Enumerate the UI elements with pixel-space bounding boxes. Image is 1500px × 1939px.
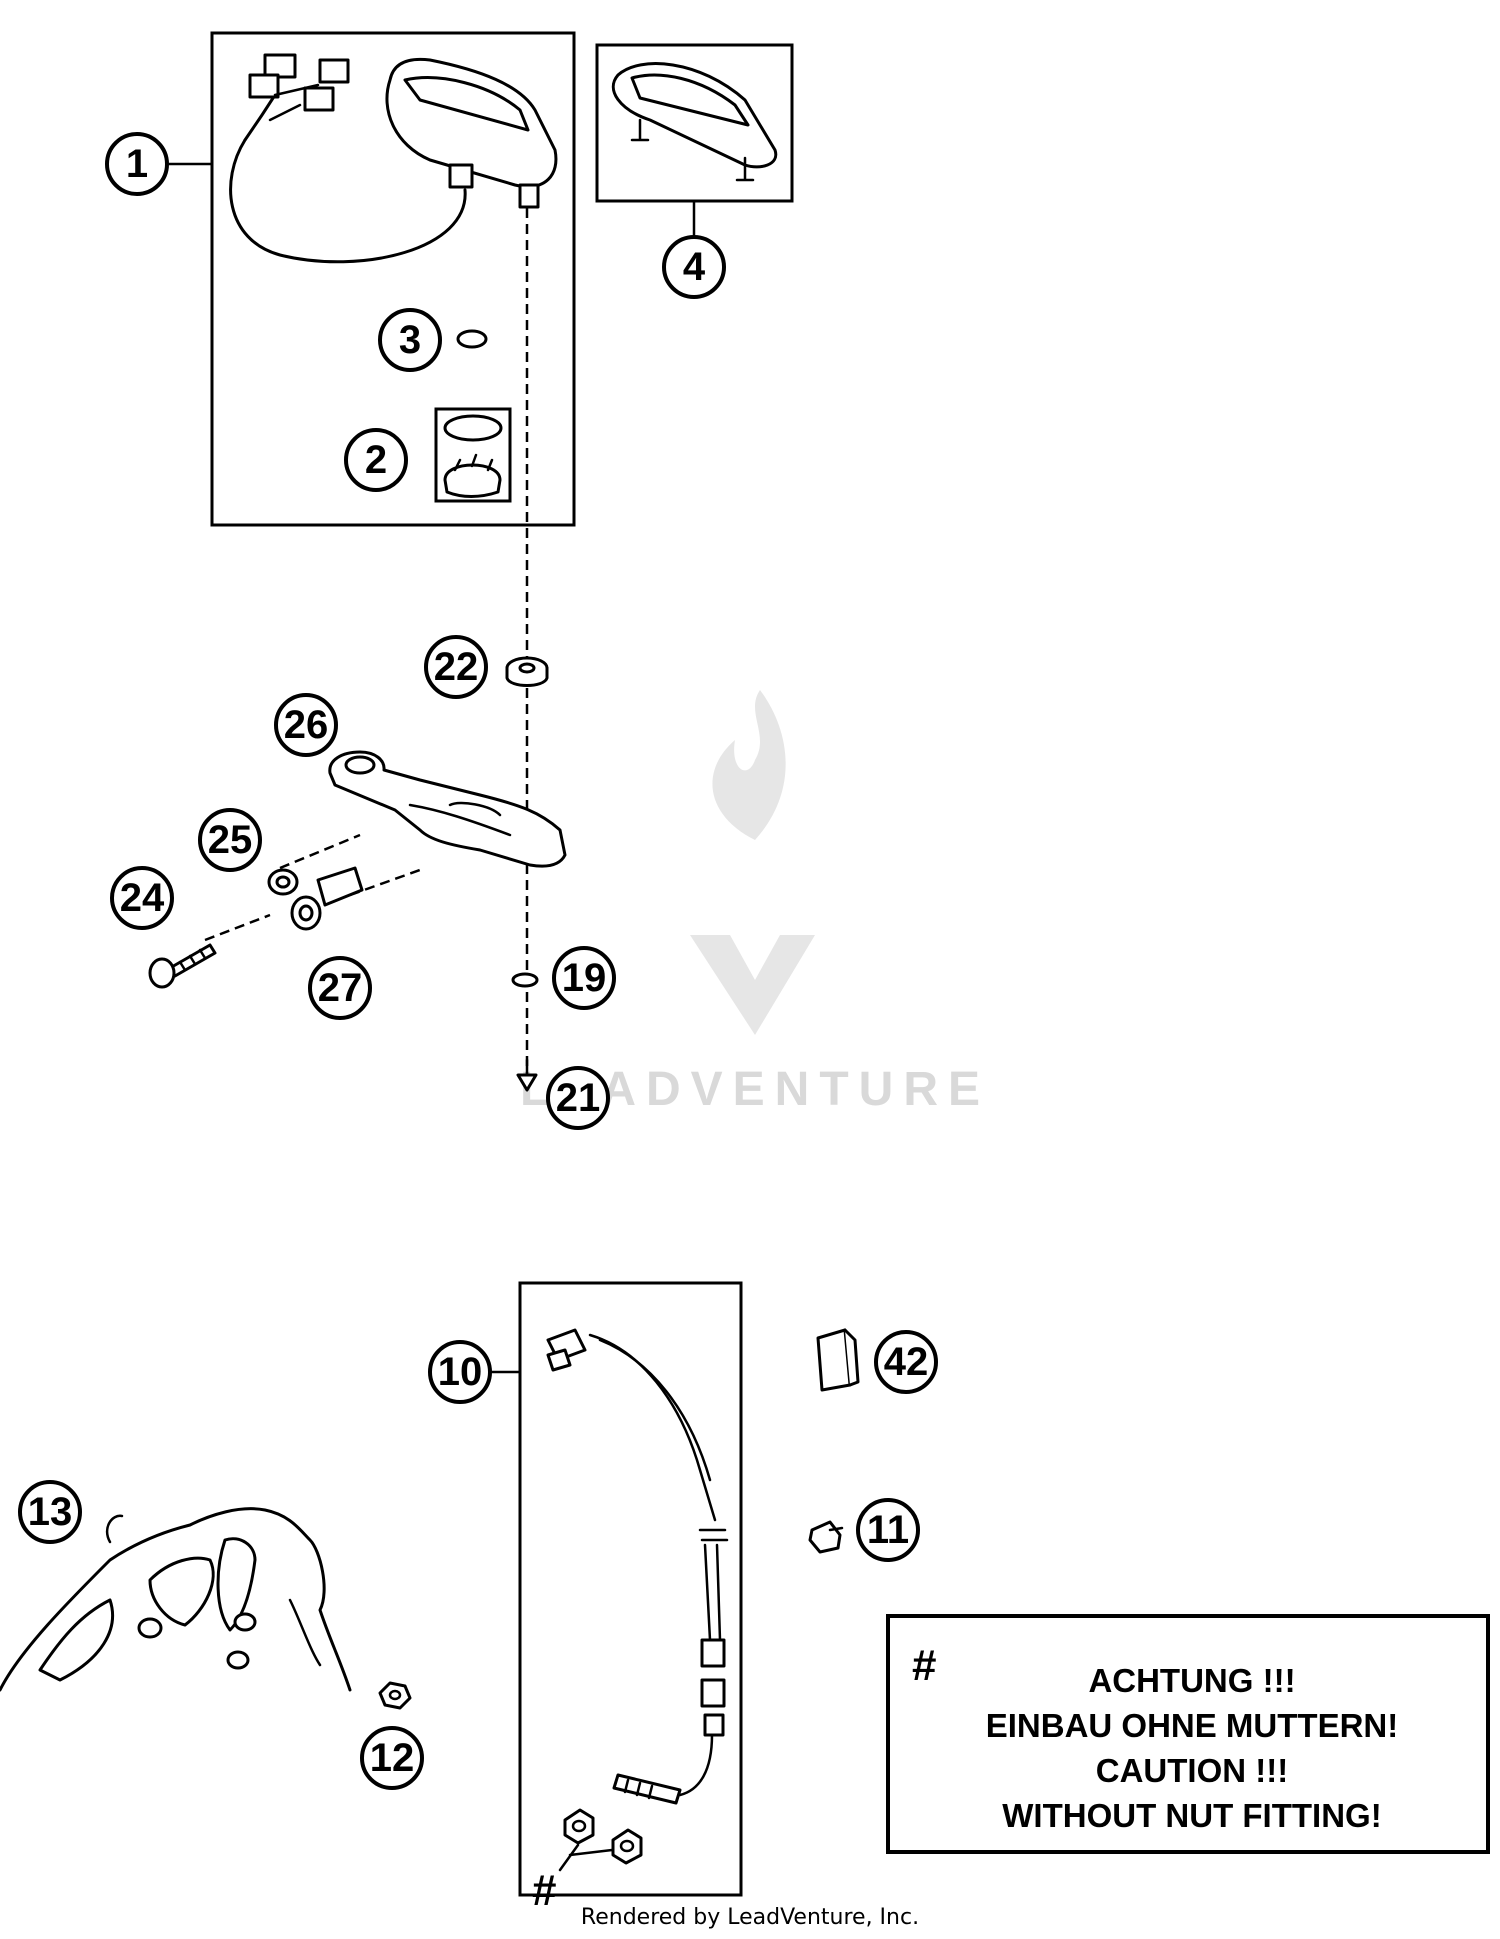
callout-22-label: 22 (434, 645, 479, 689)
callout-1: 1 (105, 132, 169, 196)
part-3-seal (456, 329, 488, 349)
callout-19: 19 (552, 946, 616, 1010)
speedometer-part (229, 53, 558, 264)
callout-1-label: 1 (126, 142, 148, 186)
callout-11: 11 (856, 1498, 920, 1562)
callout-27: 27 (308, 956, 372, 1020)
callout-27-label: 27 (318, 966, 363, 1010)
caution-note-line-3: CAUTION !!! (1096, 1752, 1288, 1789)
callout-26-label: 26 (284, 703, 329, 747)
callout-10: 10 (428, 1340, 492, 1404)
callout-22: 22 (424, 635, 488, 699)
dash-27 (349, 868, 421, 897)
callout-13: 13 (18, 1480, 82, 1544)
callout-3: 3 (378, 308, 442, 372)
nuts-hash-marker: # (532, 1866, 556, 1915)
callout-25: 25 (198, 808, 262, 872)
part-22-grommet (505, 656, 549, 687)
nuts-marked-hash (558, 1808, 643, 1872)
part-11-clamp (808, 1520, 844, 1554)
part-21-screw (516, 1058, 538, 1092)
part-25-washer (267, 868, 299, 896)
caution-note: # ACHTUNG !!! EINBAU OHNE MUTTERN! CAUTI… (886, 1614, 1490, 1854)
part-12-nut (378, 1681, 412, 1710)
part-42-clip (816, 1328, 860, 1392)
callout-12: 12 (360, 1726, 424, 1790)
caution-note-line-1: ACHTUNG !!! (1088, 1662, 1295, 1699)
callout-21-label: 21 (556, 1076, 601, 1120)
callout-24-label: 24 (120, 876, 165, 920)
callout-19-label: 19 (562, 956, 607, 1000)
dash-24 (204, 913, 271, 942)
part-24-bolt (148, 943, 217, 989)
part-26-bracket (328, 750, 567, 868)
caution-note-hash: # (912, 1641, 936, 1690)
callout-11-label: 11 (867, 1508, 909, 1552)
callout-42-label: 42 (884, 1340, 929, 1384)
callout-4-label: 4 (683, 245, 706, 289)
callout-25-label: 25 (208, 818, 253, 862)
part-13-circlip (105, 1514, 124, 1544)
caution-note-line-4: WITHOUT NUT FITTING! (1002, 1797, 1381, 1834)
callout-4: 4 (662, 235, 726, 299)
part-10-sensor-cable (546, 1328, 729, 1805)
caution-note-line-2: EINBAU OHNE MUTTERN! (986, 1707, 1398, 1744)
callout-24: 24 (110, 866, 174, 930)
callout-26: 26 (274, 693, 338, 757)
callout-3-label: 3 (399, 318, 421, 362)
watermark-v-icon (690, 935, 815, 1035)
brake-disc-part (0, 1507, 352, 1692)
part-19-washer (511, 972, 539, 988)
watermark: LEADVENTURE (520, 690, 980, 1116)
part-2-box (434, 407, 512, 503)
callout-2-label: 2 (365, 438, 387, 482)
dash-25 (279, 833, 361, 870)
part-2-ring (443, 414, 503, 498)
part-4-cover (611, 62, 778, 182)
part-27-sleeve (290, 866, 364, 931)
callout-42: 42 (874, 1330, 938, 1394)
callout-21: 21 (546, 1066, 610, 1130)
kit-box-10 (518, 1281, 743, 1897)
kit-box-1 (210, 31, 576, 527)
callout-2: 2 (344, 428, 408, 492)
callout-13-label: 13 (28, 1490, 73, 1534)
callout-10-label: 10 (438, 1350, 483, 1394)
watermark-flame-icon (712, 690, 786, 840)
callout-12-label: 12 (370, 1736, 415, 1780)
caution-note-box (886, 1614, 1490, 1854)
footer-credit: Rendered by LeadVenture, Inc. (580, 1905, 920, 1930)
